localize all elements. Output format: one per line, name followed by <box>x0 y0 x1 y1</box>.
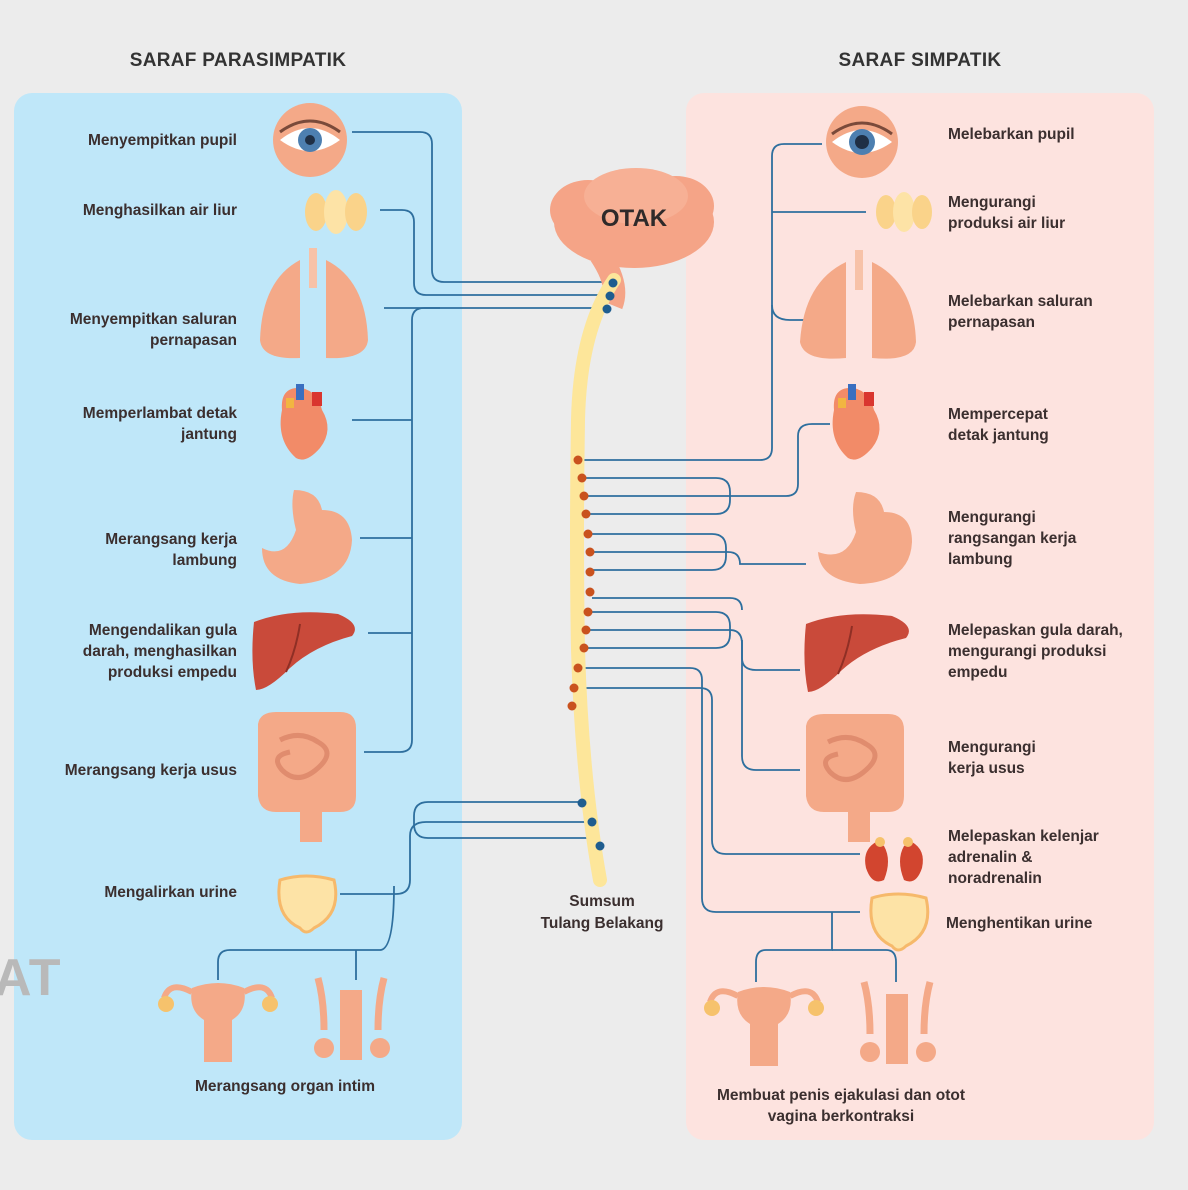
nerve-simp-intestine <box>742 640 800 770</box>
eye-icon <box>826 106 898 178</box>
intestine-icon <box>258 712 356 842</box>
simp-label-adrenal: Melepaskan kelenjar adrenalin & noradren… <box>948 826 1113 889</box>
simp-label-pupil: Melebarkan pupil <box>948 124 1163 145</box>
spinal-cord <box>577 280 614 880</box>
brain-label: OTAK <box>601 205 668 232</box>
kidneys-icon <box>865 837 923 882</box>
para-label-pupil: Menyempitkan pupil <box>12 130 237 151</box>
heart-icon <box>281 384 328 460</box>
sympathetic-ganglion-node <box>574 456 583 465</box>
lungs-icon <box>800 250 916 359</box>
nerve-simp-branch <box>592 598 742 610</box>
simp-label-saliva: Mengurangi produksi air liur <box>948 192 1088 234</box>
bladder-icon <box>279 876 336 932</box>
sympathetic-ganglion-node <box>584 608 593 617</box>
sympathetic-ganglion-node <box>582 510 591 519</box>
bladder-icon <box>871 894 928 950</box>
sympathetic-ganglion-node <box>586 548 595 557</box>
nerve-para-bladder <box>340 822 592 894</box>
eye-icon <box>273 103 347 177</box>
sympathetic-ganglion-node <box>574 664 583 673</box>
spine-label-line1: Sumsum <box>569 893 634 910</box>
simp-label-stomach: Mengurangi rangsangan kerja lambung <box>948 507 1078 570</box>
sympathetic-ganglion-node <box>586 588 595 597</box>
sympathetic-ganglion-node <box>580 492 589 501</box>
nerve-simp-repro-f <box>756 912 832 982</box>
para-label-intestine: Merangsang kerja usus <box>12 760 237 781</box>
female-reproductive-icon <box>158 983 278 1062</box>
nerve-para-vagus <box>364 308 440 752</box>
intestine-icon <box>806 714 904 842</box>
sympathetic-ganglion-node <box>582 626 591 635</box>
female-reproductive-icon <box>704 987 824 1066</box>
sympathetic-ganglion-node <box>570 684 579 693</box>
sympathetic-ganglion-node <box>586 568 595 577</box>
simp-label-reproductive: Membuat penis ejakulasi dan otot vagina … <box>706 1085 976 1127</box>
nerve-para-sacral-1 <box>414 802 600 838</box>
para-label-reproductive: Merangsang organ intim <box>150 1076 420 1097</box>
parasympathetic-ganglion-node <box>588 818 597 827</box>
para-label-heart: Memperlambat detak jantung <box>52 403 237 445</box>
simp-label-liver: Melepaskan gula darah, mengurangi produk… <box>948 620 1123 683</box>
liver-icon <box>804 614 909 692</box>
parasympathetic-ganglion-node <box>606 292 615 301</box>
parasympathetic-ganglion-node <box>603 305 612 314</box>
nerve-simp-liver <box>586 630 800 670</box>
sympathetic-ganglion-node <box>578 474 587 483</box>
stomach-icon <box>262 490 352 584</box>
simp-label-bladder: Menghentikan urine <box>946 913 1136 934</box>
lungs-icon <box>260 248 368 358</box>
para-label-saliva: Menghasilkan air liur <box>12 200 237 221</box>
sympathetic-ganglion-node <box>584 530 593 539</box>
sympathetic-ganglion-node <box>568 702 577 711</box>
nerve-simp-stomach <box>590 552 806 564</box>
parasympathetic-ganglion-node <box>596 842 605 851</box>
salivary-gland-icon <box>876 192 932 232</box>
spine-label-line2: Tulang Belakang <box>541 915 664 932</box>
liver-icon <box>252 612 355 690</box>
para-label-airway: Menyempitkan saluran pernapasan <box>12 309 237 351</box>
salivary-gland-icon <box>305 190 367 234</box>
para-label-liver: Mengendalikan gula darah, menghasilkan p… <box>62 620 237 683</box>
brain: OTAK <box>550 168 714 305</box>
male-reproductive-icon <box>314 978 390 1060</box>
heart-icon <box>833 384 880 460</box>
sympathetic-ganglion-node <box>580 644 589 653</box>
parasympathetic-ganglion-node <box>609 279 618 288</box>
simp-label-airway: Melebarkan saluran pernapasan <box>948 291 1128 333</box>
simp-label-intestine: Mengurangi kerja usus <box>948 737 1068 779</box>
stomach-icon <box>818 492 912 584</box>
simp-label-heart: Mempercepat detak jantung <box>948 404 1088 446</box>
nerve-simp-repro-m <box>832 950 896 982</box>
parasympathetic-ganglion-node <box>578 799 587 808</box>
male-reproductive-icon <box>860 982 936 1064</box>
para-label-stomach: Merangsang kerja lambung <box>62 529 237 571</box>
para-label-bladder: Mengalirkan urine <box>12 882 237 903</box>
